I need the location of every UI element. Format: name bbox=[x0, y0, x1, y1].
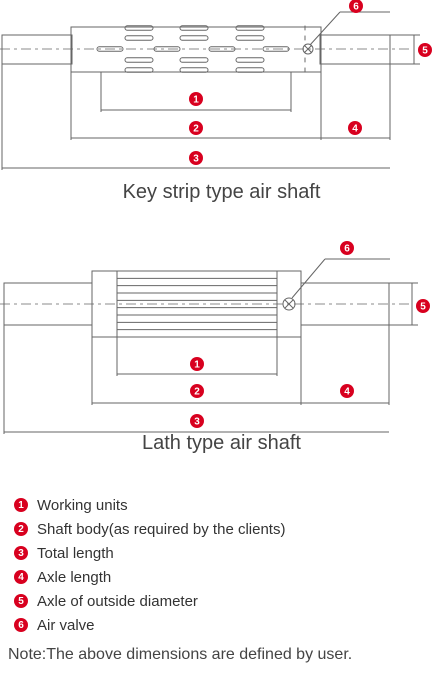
lath-marker-6: 6 bbox=[340, 241, 354, 255]
lath-marker-4: 4 bbox=[340, 384, 354, 398]
key-strip-marker-2: 2 bbox=[189, 121, 203, 135]
key-strip-marker-3: 3 bbox=[189, 151, 203, 165]
svg-text:6: 6 bbox=[353, 2, 359, 13]
legend-marker-2: 2 bbox=[14, 522, 28, 536]
legend-label: Total length bbox=[37, 544, 114, 562]
svg-text:5: 5 bbox=[422, 46, 428, 57]
legend-item-outside-diameter: 5 Axle of outside diameter bbox=[14, 589, 285, 613]
lath-markers: 6 5 1 2 4 3 bbox=[190, 241, 430, 428]
lath-marker-2: 2 bbox=[190, 384, 204, 398]
key-strip-marker-6: 6 bbox=[349, 0, 363, 13]
lath-marker-3: 3 bbox=[190, 414, 204, 428]
svg-text:4: 4 bbox=[352, 124, 358, 135]
legend-label: Axle of outside diameter bbox=[37, 592, 198, 610]
key-slot bbox=[179, 57, 209, 63]
lath-title: Lath type air shaft bbox=[142, 432, 301, 454]
dimensions-note: Note:The above dimensions are defined by… bbox=[8, 646, 353, 663]
key-strip-shaft-drawing bbox=[0, 11, 420, 170]
lath-marker-1: 1 bbox=[190, 357, 204, 371]
legend-label: Axle length bbox=[37, 568, 112, 586]
legend-label: Shaft body(as required by the clients) bbox=[37, 520, 286, 538]
svg-text:3: 3 bbox=[194, 417, 200, 428]
key-slot bbox=[96, 46, 124, 52]
lath-marker-5: 5 bbox=[416, 299, 430, 313]
legend-item-total-length: 3 Total length bbox=[14, 541, 285, 565]
key-slot bbox=[124, 67, 154, 73]
svg-text:6: 6 bbox=[344, 244, 350, 255]
legend-marker-3: 3 bbox=[14, 546, 28, 560]
legend-label: Working units bbox=[37, 496, 128, 514]
key-slot bbox=[153, 46, 181, 52]
key-slot bbox=[262, 46, 290, 52]
key-slot bbox=[235, 57, 265, 63]
key-strip-right-axle bbox=[319, 34, 391, 65]
key-strip-marker-5: 5 bbox=[418, 43, 432, 57]
svg-text:5: 5 bbox=[420, 302, 426, 313]
legend-item-working-units: 1 Working units bbox=[14, 493, 285, 517]
key-slot bbox=[124, 35, 154, 41]
legend-item-shaft-body: 2 Shaft body(as required by the clients) bbox=[14, 517, 285, 541]
key-strip-marker-1: 1 bbox=[189, 92, 203, 106]
lath-strips bbox=[117, 277, 277, 331]
legend-marker-1: 1 bbox=[14, 498, 28, 512]
svg-text:2: 2 bbox=[193, 124, 199, 135]
key-slot bbox=[124, 25, 154, 31]
key-slot bbox=[235, 67, 265, 73]
key-slot bbox=[208, 46, 236, 52]
key-slot bbox=[179, 35, 209, 41]
legend-marker-6: 6 bbox=[14, 618, 28, 632]
svg-text:2: 2 bbox=[194, 387, 200, 398]
svg-text:1: 1 bbox=[194, 360, 200, 371]
key-slot bbox=[124, 57, 154, 63]
lath-air-valve bbox=[282, 297, 296, 311]
legend-marker-5: 5 bbox=[14, 594, 28, 608]
legend-marker-4: 4 bbox=[14, 570, 28, 584]
key-strip-shaft-body bbox=[70, 26, 322, 73]
key-slot bbox=[235, 25, 265, 31]
key-slot bbox=[179, 67, 209, 73]
key-strip-title: Key strip type air shaft bbox=[122, 181, 321, 203]
svg-text:1: 1 bbox=[193, 95, 199, 106]
key-slot bbox=[235, 35, 265, 41]
legend-label: Air valve bbox=[37, 616, 95, 634]
key-strip-air-valve bbox=[302, 43, 314, 55]
svg-text:4: 4 bbox=[344, 387, 350, 398]
key-slot bbox=[179, 25, 209, 31]
svg-text:3: 3 bbox=[193, 154, 199, 165]
air-shaft-diagrams: 6 5 1 2 4 3 6 5 1 2 4 3 bbox=[0, 0, 432, 434]
key-strip-slots bbox=[96, 25, 306, 73]
key-strip-marker-4: 4 bbox=[348, 121, 362, 135]
key-strip-valve-leader bbox=[309, 11, 341, 46]
legend-item-axle-length: 4 Axle length bbox=[14, 565, 285, 589]
legend-list: 1 Working units 2 Shaft body(as required b… bbox=[14, 493, 285, 637]
lath-shaft-drawing bbox=[0, 258, 418, 434]
legend-item-air-valve: 6 Air valve bbox=[14, 613, 285, 637]
lath-valve-leader bbox=[291, 258, 326, 299]
key-strip-left-axle bbox=[1, 34, 73, 65]
key-strip-markers: 6 5 1 2 4 3 bbox=[189, 0, 432, 165]
